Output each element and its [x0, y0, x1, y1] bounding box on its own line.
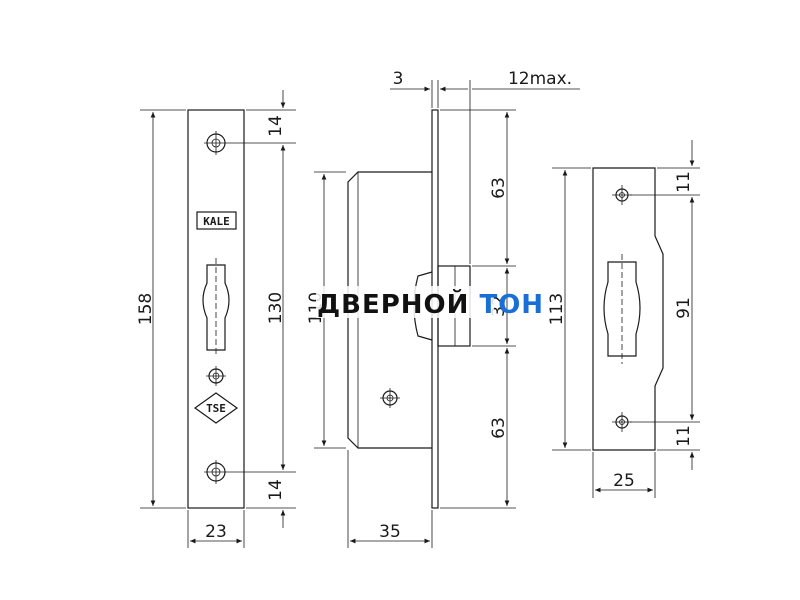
- strike-top-screw: [612, 185, 632, 205]
- dim-strike-bottom: 11: [674, 425, 694, 447]
- tse-logo: TSE: [193, 392, 239, 424]
- dim-backset: 35: [379, 522, 401, 542]
- strike-bottom-screw: [612, 412, 632, 432]
- dim-plate-thickness: 3: [393, 69, 404, 89]
- watermark-text: ДВЕРНОЙ ТОН: [317, 288, 544, 320]
- dim-lower: 63: [489, 417, 509, 439]
- dim-upper: 63: [489, 177, 509, 199]
- faceplate-outline: [187, 109, 245, 509]
- watermark: ДВЕРНОЙ ТОН: [316, 286, 544, 320]
- dim-strike-width: 25: [613, 471, 635, 491]
- strike-plate-view: 113 11 91 11 25: [547, 140, 700, 498]
- svg-text:TSE: TSE: [206, 402, 226, 415]
- dim-faceplate-width: 23: [205, 522, 227, 542]
- watermark-part1: ДВЕРНОЙ: [317, 288, 479, 320]
- dim-faceplate-bottom: 14: [266, 479, 286, 501]
- faceplate-small-hole: [206, 366, 226, 386]
- svg-text:KALE: KALE: [203, 215, 230, 228]
- faceplate-bottom-screw: [204, 460, 228, 484]
- strike-plate-outline: [592, 167, 664, 451]
- dim-faceplate-top: 14: [266, 115, 286, 137]
- dim-faceplate-inner: 130: [266, 292, 286, 324]
- dim-strike-height: 113: [547, 293, 567, 325]
- dim-strike-inner: 91: [674, 297, 694, 319]
- lock-side-view: 3 12max. 110 63 32 63 35: [306, 69, 580, 548]
- watermark-part2: ТОН: [479, 290, 544, 320]
- faceplate-view: KALE TSE 158 14 130: [136, 90, 296, 548]
- faceplate-top-screw: [204, 131, 228, 155]
- faceplate-bolt-slot: [202, 258, 230, 357]
- kale-logo: KALE: [196, 211, 237, 230]
- dim-faceplate-height: 158: [136, 293, 156, 325]
- strike-slot: [603, 254, 641, 364]
- dim-strike-top: 11: [674, 171, 694, 193]
- dim-bolt-projection: 12max.: [508, 69, 572, 89]
- body-screw-hole: [380, 388, 400, 408]
